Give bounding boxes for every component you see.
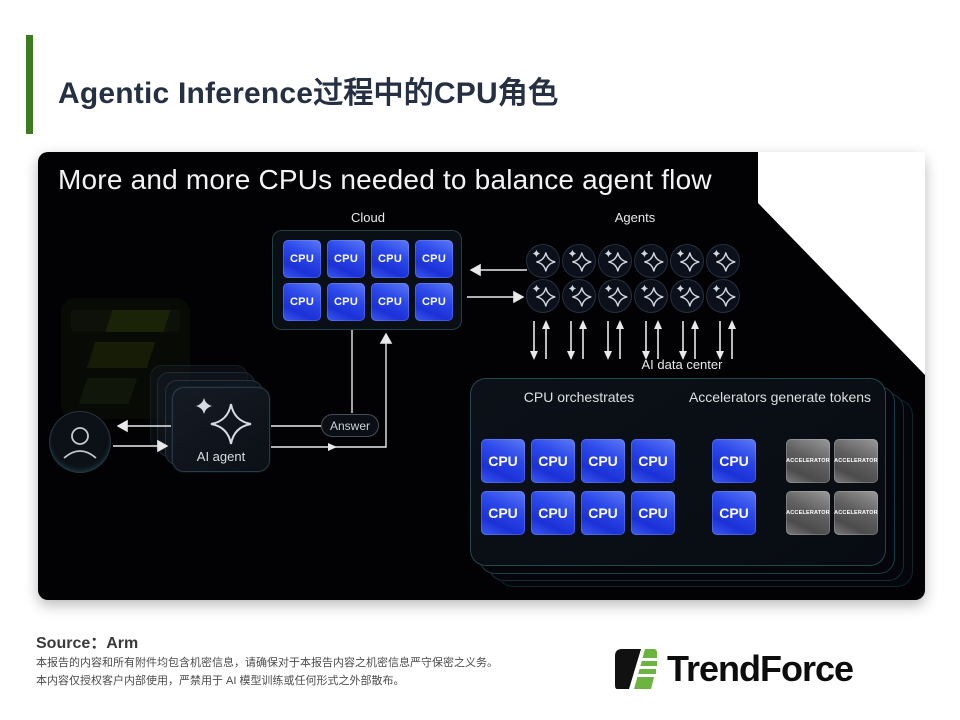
cpu-chip: CPU [712,491,756,535]
mid-arrowhead [328,443,337,451]
agent-node [706,279,740,313]
cpu-chip: CPU [415,240,453,278]
sparkle-icon [568,249,592,272]
cpu-chip: CPU [631,491,675,535]
cpu-chip: CPU [581,491,625,535]
cpu-chip: CPU [481,491,525,535]
cpu-chip: CPU [371,240,409,278]
cpu-chip: CPU [415,283,453,321]
agent-node [598,279,632,313]
cpu-orchestrates-heading: CPU orchestrates [523,389,635,405]
cloud-label: Cloud [351,210,385,225]
updown-arrow-pair [712,318,740,362]
source-label: Source：Arm [36,635,139,652]
diagram-panel: More and more CPUs needed to balance age… [38,152,925,600]
agent-node [706,244,740,278]
agent-node [670,279,704,313]
agent-to-cloud-arrow [271,332,393,448]
updown-arrow-pair [675,318,703,362]
agent-node [526,244,560,278]
agent-node [526,279,560,313]
updown-arrow-pair [600,318,628,362]
sparkle-icon [604,284,628,307]
agent-node [634,279,668,313]
sparkle-icon [196,398,252,445]
diagram-headline: More and more CPUs needed to balance age… [58,164,712,195]
cpu-chip: CPU [327,240,365,278]
updown-arrow-pair [638,318,666,362]
trendforce-logo: TrendForce [612,645,854,693]
cpu-chip: CPU [531,491,575,535]
cpu-chip: CPU [712,439,756,483]
updown-arrow-pair [526,318,554,362]
accelerator-chip: ACCELERATOR [786,491,830,535]
accelerators-heading: Accelerators generate tokens [688,389,872,405]
sparkle-icon [640,284,664,307]
accelerator-chip: ACCELERATOR [786,439,830,483]
flow-arrows [113,263,527,453]
user-avatar [49,411,111,473]
agent-node [670,244,704,278]
agents-label: Agents [614,210,656,225]
agent-node [562,244,596,278]
ai-agent-label: AI agent [196,449,246,464]
ai-data-center-card: CPU orchestrates Accelerators generate t… [470,378,886,566]
disclaimer-line-1: 本报告的内容和所有附件均包含机密信息，请确保对于本报告内容之机密信息严守保密之义… [36,657,498,669]
agent-node [562,279,596,313]
title-accent-bar [26,35,33,134]
cpu-chip: CPU [531,439,575,483]
person-icon [63,427,97,459]
sparkle-icon [568,284,592,307]
slide-title: Agentic Inference过程中的CPU角色 [58,77,559,110]
ai-data-center-label: AI data center [641,357,723,372]
cpu-chip: CPU [581,439,625,483]
sparkle-icon [712,249,736,272]
sparkle-icon [676,249,700,272]
cpu-chip: CPU [481,439,525,483]
cpu-chip: CPU [283,240,321,278]
trendforce-logo-icon [615,649,657,689]
agent-datacenter-traffic [526,318,740,362]
updown-arrow-pair [563,318,591,362]
agent-node [598,244,632,278]
cpu-chip: CPU [283,283,321,321]
agents-grid [526,244,740,313]
agent-node [634,244,668,278]
sparkle-icon [604,249,628,272]
sparkle-icon [676,284,700,307]
accelerator-chip: ACCELERATOR [834,491,878,535]
cpu-chip: CPU [631,439,675,483]
cpu-chip: CPU [371,283,409,321]
cpu-chip: CPU [327,283,365,321]
ai-agent-card: AI agent [172,387,270,472]
trendforce-wordmark: TrendForce [667,648,854,689]
sparkle-icon [532,284,556,307]
sparkle-icon [712,284,736,307]
answer-pill: Answer [321,414,379,437]
sparkle-icon [640,249,664,272]
disclaimer-line-2: 本内容仅授权客户内部使用，严禁用于 AI 模型训练或任何形式之外部散布。 [36,675,405,687]
sparkle-icon [532,249,556,272]
accelerator-chip: ACCELERATOR [834,439,878,483]
